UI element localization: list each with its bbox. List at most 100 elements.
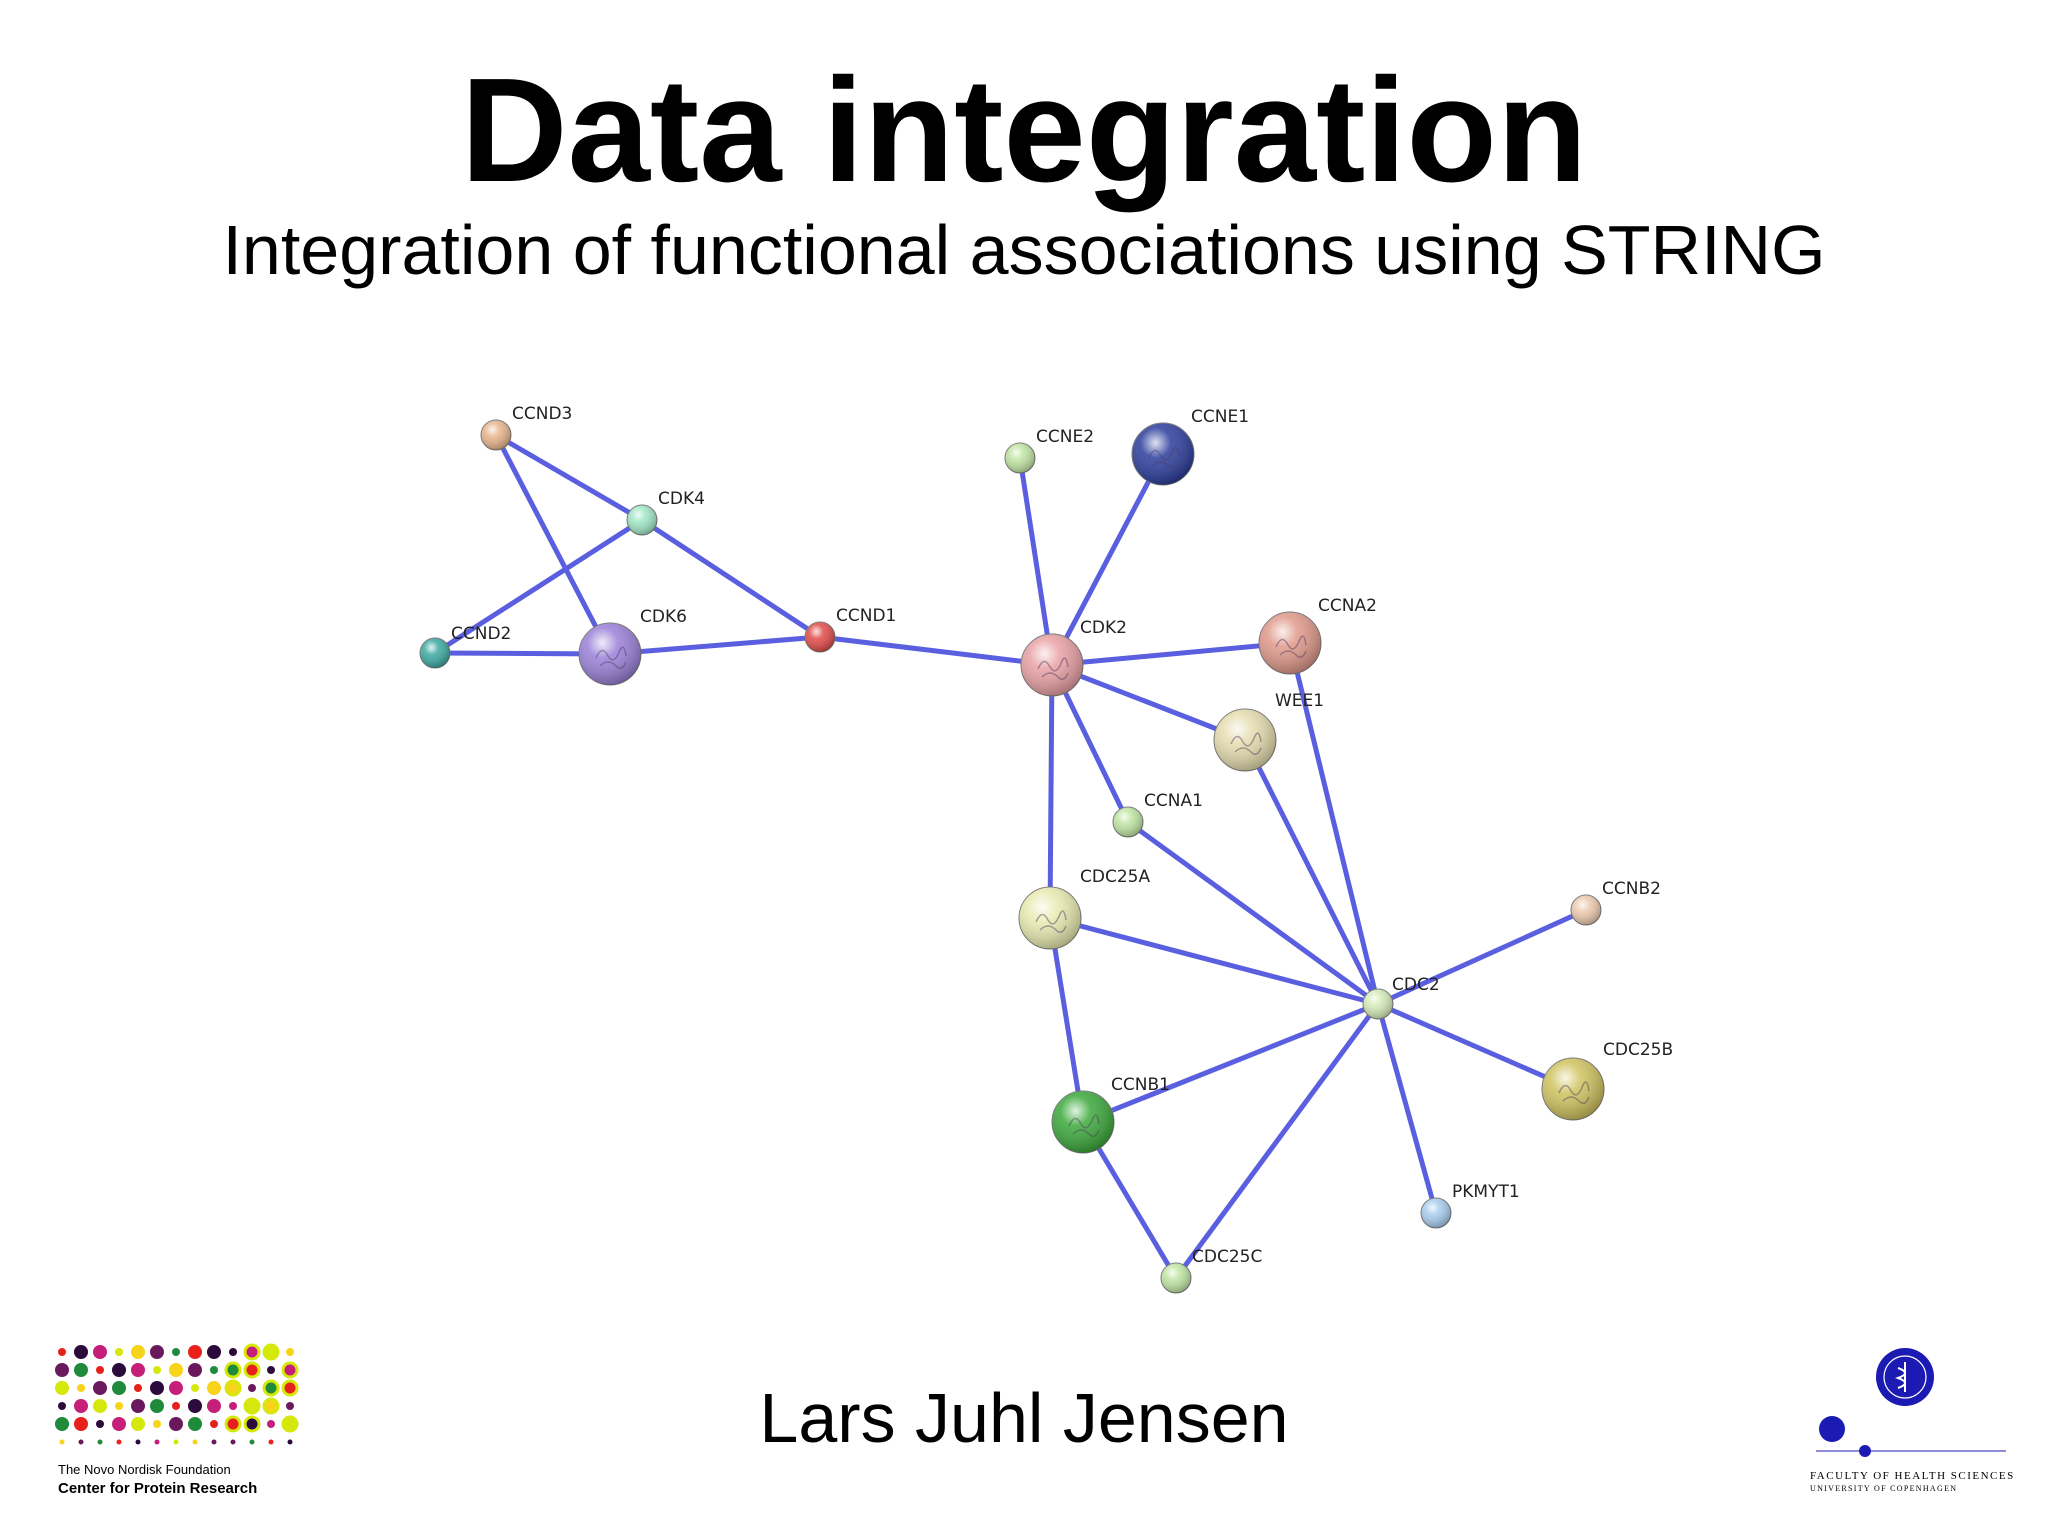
logo-dot [150, 1381, 164, 1395]
logo-dot [188, 1417, 202, 1431]
node-label: CDC25A [1080, 867, 1150, 887]
network-edges [432, 432, 1589, 1281]
logo-dot [131, 1417, 145, 1431]
edge-cdk2-cdc25a [1047, 662, 1055, 921]
edge-cdk4-ccnd2 [432, 517, 645, 656]
logo-dot [210, 1420, 218, 1428]
node-gloss [1571, 895, 1601, 925]
node-gloss [627, 505, 657, 535]
logo-dot [267, 1420, 275, 1428]
logo-dot [153, 1366, 161, 1374]
logo-dot [153, 1420, 161, 1428]
logo-dot [59, 1439, 65, 1445]
edge-ccne1-cdk2 [1049, 451, 1166, 668]
node-ccnb1[interactable]: CCNB1 [1051, 1075, 1170, 1154]
node-ccnd3[interactable]: CCND3 [480, 404, 572, 451]
protein-structure-icon [1558, 1081, 1590, 1104]
logo-dot [154, 1439, 160, 1445]
logo-dot [229, 1348, 237, 1356]
logo-dot [78, 1439, 84, 1445]
logo-dot [169, 1417, 183, 1431]
logo-dot [243, 1415, 261, 1433]
node-cdc25a[interactable]: CDC25A [1018, 867, 1150, 950]
logo-dot [286, 1402, 294, 1410]
logo-dot [169, 1363, 183, 1377]
logo-dot [115, 1402, 123, 1410]
node-ccna1[interactable]: CCNA1 [1112, 791, 1203, 838]
node-ccne2[interactable]: CCNE2 [1004, 427, 1094, 474]
node-gloss [1019, 887, 1081, 949]
node-cdk4[interactable]: CDK4 [626, 489, 705, 536]
node-wee1[interactable]: WEE1 [1213, 691, 1324, 772]
logo-dot [96, 1366, 104, 1374]
node-cdc25b[interactable]: CDC25B [1541, 1040, 1673, 1121]
node-gloss [1214, 709, 1276, 771]
logo-dot [97, 1439, 103, 1445]
logo-dot [286, 1348, 294, 1356]
logo-dot [243, 1343, 261, 1361]
node-ccna2[interactable]: CCNA2 [1258, 596, 1377, 675]
node-gloss [1005, 443, 1035, 473]
node-label: CCNB1 [1111, 1075, 1170, 1095]
node-cdc25c[interactable]: CDC25C [1160, 1247, 1262, 1294]
edge-cdk2-ccna2 [1049, 640, 1293, 668]
logo-dot [262, 1397, 280, 1415]
logo-dot [281, 1361, 299, 1379]
logo-dot [131, 1399, 145, 1413]
logo-dot [249, 1439, 255, 1445]
logo-dot [211, 1439, 217, 1445]
edge-cdk4-ccnd1 [639, 517, 823, 640]
edge-wee1-cdc2 [1242, 737, 1381, 1007]
node-label: WEE1 [1275, 691, 1324, 711]
node-pkmyt1[interactable]: PKMYT1 [1420, 1182, 1520, 1229]
edge-cdc2-ccnb1 [1080, 1001, 1381, 1125]
node-cdc2[interactable]: CDC2 [1362, 975, 1440, 1020]
node-label: CCNA2 [1318, 596, 1377, 616]
edge-ccna2-cdc2 [1287, 640, 1381, 1007]
node-label: CCNE1 [1191, 407, 1249, 427]
node-ccnd2[interactable]: CCND2 [419, 624, 511, 669]
node-cdk2[interactable]: CDK2 [1020, 618, 1127, 697]
node-gloss [1021, 634, 1083, 696]
logo-dot [173, 1439, 179, 1445]
node-ccnd1[interactable]: CCND1 [804, 606, 896, 653]
edge-cdk6-ccnd1 [607, 634, 823, 657]
node-label: CCNA1 [1144, 791, 1203, 811]
logo-dot [74, 1417, 88, 1431]
logo-dot [262, 1343, 280, 1361]
edge-ccne2-cdk2 [1017, 455, 1055, 668]
logo-dot [281, 1415, 299, 1433]
logo-dot [116, 1439, 122, 1445]
edge-cdc25a-cdc2 [1047, 915, 1381, 1007]
node-ccne1[interactable]: CCNE1 [1131, 407, 1249, 486]
logo-dot [134, 1384, 142, 1392]
node-label: CDC2 [1392, 975, 1440, 995]
logo-dot [188, 1363, 202, 1377]
logo-dot [112, 1381, 126, 1395]
logo-dot [55, 1417, 69, 1431]
logo-dot [55, 1381, 69, 1395]
node-label: CDK2 [1080, 618, 1127, 638]
node-gloss [1363, 989, 1393, 1019]
edge-ccnd3-cdk6 [493, 432, 613, 657]
logo-dot [96, 1420, 104, 1428]
slide-title: Data integration [460, 48, 1588, 213]
logo-dot [191, 1384, 199, 1392]
node-gloss [1161, 1263, 1191, 1293]
edge-ccnd1-cdk2 [817, 634, 1055, 668]
slide-subtitle: Integration of functional associations u… [222, 211, 1826, 289]
logo-dot [224, 1415, 242, 1433]
node-ccnb2[interactable]: CCNB2 [1570, 879, 1661, 926]
logo-dot [207, 1399, 221, 1413]
protein-structure-icon [1035, 910, 1067, 933]
node-gloss [1132, 423, 1194, 485]
node-cdk6[interactable]: CDK6 [578, 607, 687, 686]
logo-dot [150, 1399, 164, 1413]
edge-cdc25a-ccnb1 [1047, 915, 1086, 1125]
protein-structure-icon [595, 646, 627, 669]
cpr-logo-icon [55, 1343, 299, 1445]
edge-cdc2-pkmyt1 [1375, 1001, 1439, 1216]
node-label: CDC25C [1192, 1247, 1262, 1267]
ku-logo-line2: UNIVERSITY OF COPENHAGEN [1810, 1484, 1958, 1493]
